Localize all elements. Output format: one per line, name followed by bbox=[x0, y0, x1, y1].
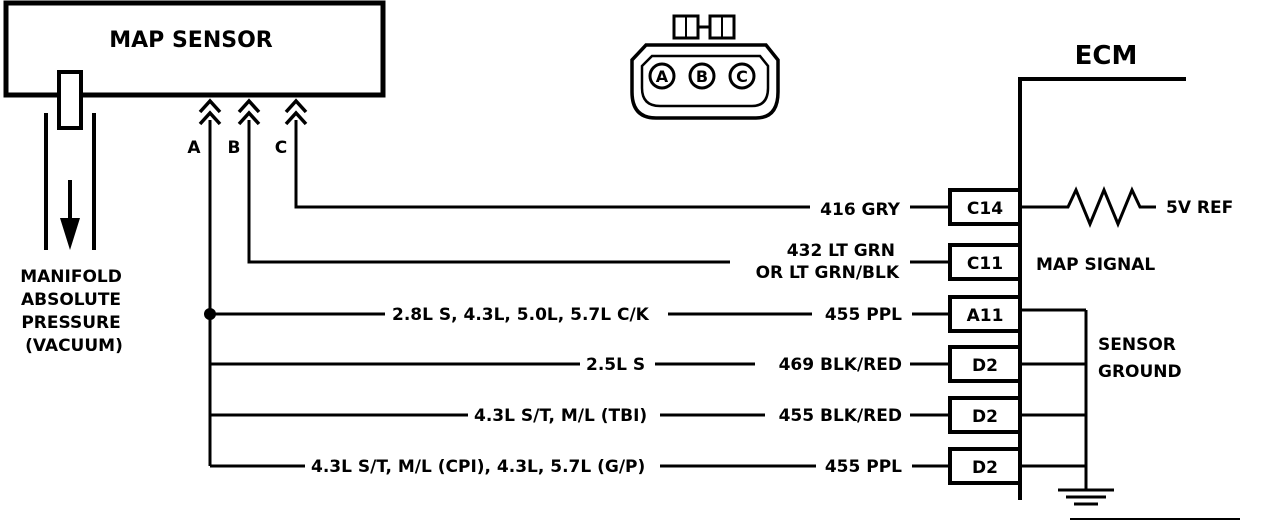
terminal-d2-label: D2 bbox=[972, 407, 998, 427]
terminal-a11-label: A11 bbox=[967, 306, 1004, 326]
sensor-ground-line: SENSOR bbox=[1098, 335, 1176, 355]
ground-variant-3: 4.3L S/T, M/L (TBI) bbox=[474, 406, 647, 426]
pin-c-label: C bbox=[275, 138, 287, 158]
ground-variant-2: 2.5L S bbox=[586, 355, 645, 375]
terminal-d2-label: D2 bbox=[972, 356, 998, 376]
wire-b-432-lt-grn bbox=[247, 120, 730, 264]
terminal-a11 bbox=[948, 295, 1022, 333]
map-signal-label: MAP SIGNAL bbox=[1036, 255, 1155, 275]
sensor-ground-line: GROUND bbox=[1098, 362, 1182, 382]
pressure-label-line: MANIFOLD bbox=[20, 267, 122, 287]
pressure-label-line: PRESSURE bbox=[21, 313, 120, 333]
terminal-c11 bbox=[948, 243, 1022, 281]
wire-label-432-line1: 432 LT GRN bbox=[787, 241, 895, 261]
connector-pin-c: C bbox=[736, 67, 748, 86]
pressure-label-line: ABSOLUTE bbox=[21, 290, 121, 310]
pressure-label: MANIFOLD ABSOLUTE PRESSURE (VACUUM) bbox=[20, 267, 128, 356]
ecm-title: ECM bbox=[1075, 41, 1138, 71]
ground-symbol bbox=[1058, 488, 1114, 506]
ground-variant-4: 4.3L S/T, M/L (CPI), 4.3L, 5.7L (G/P) bbox=[311, 457, 645, 477]
wire-label-432-line2: OR LT GRN/BLK bbox=[756, 263, 900, 283]
pressure-label-line: (VACUUM) bbox=[25, 336, 123, 356]
ecm-boundary bbox=[1018, 77, 1186, 500]
pin-b-chevron bbox=[237, 98, 261, 126]
map-sensor-title: MAP SENSOR bbox=[109, 28, 273, 53]
pin-a-label: A bbox=[187, 138, 201, 158]
pin-a-chevron bbox=[198, 98, 222, 126]
map-sensor-box bbox=[3, 0, 386, 98]
terminal-c11-label: C11 bbox=[967, 254, 1003, 274]
terminal-d2-label: D2 bbox=[972, 458, 998, 478]
ground-wire-label-2: 469 BLK/RED bbox=[779, 355, 902, 375]
ground-variant-1: 2.8L S, 4.3L, 5.0L, 5.7L C/K bbox=[392, 305, 650, 325]
resistor bbox=[1020, 186, 1156, 228]
pin-c-chevron bbox=[284, 98, 308, 126]
ground-wire-label-1: 455 PPL bbox=[825, 305, 902, 325]
vacuum-port bbox=[57, 70, 83, 130]
wire-c-416-gry bbox=[294, 120, 810, 209]
terminal-c14-label: C14 bbox=[967, 199, 1003, 219]
wire-label-416-gry: 416 GRY bbox=[820, 200, 901, 220]
ground-wire-label-4: 455 PPL bbox=[825, 457, 902, 477]
connector-pin-a: A bbox=[656, 67, 669, 86]
pin-b-label: B bbox=[228, 138, 241, 158]
sensor-ground-label: SENSOR GROUND bbox=[1098, 335, 1182, 382]
connector-face bbox=[630, 14, 780, 120]
ref-5v-label: 5V REF bbox=[1166, 198, 1233, 218]
ground-wire-label-3: 455 BLK/RED bbox=[779, 406, 902, 426]
connector-pin-b: B bbox=[696, 67, 708, 86]
vacuum-arrow-head bbox=[60, 218, 80, 250]
